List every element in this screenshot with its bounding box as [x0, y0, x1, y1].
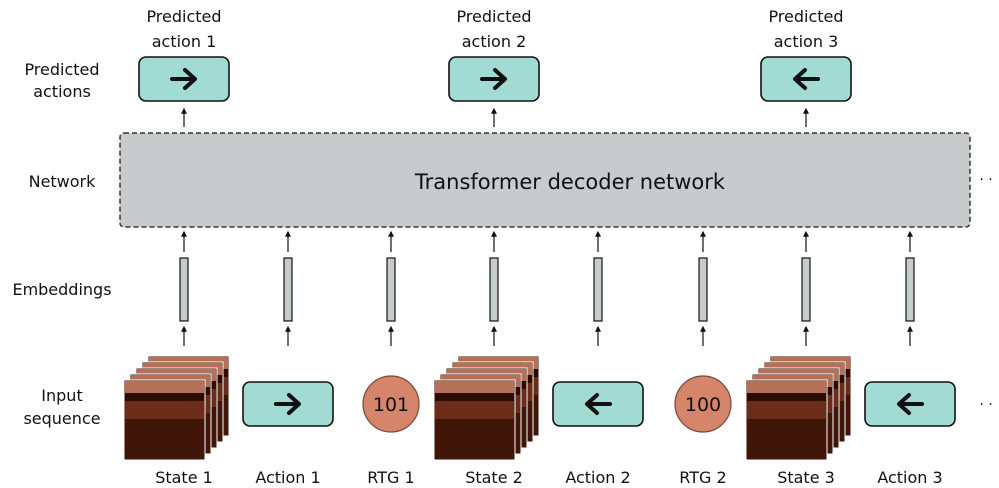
frame-top-band — [125, 381, 204, 393]
token-state-7: State 3 — [745, 230, 852, 487]
frame-top-band — [747, 381, 826, 393]
token-action-8: Action 3 — [864, 230, 956, 487]
embedding-bar — [905, 257, 915, 322]
embedding-bar — [801, 257, 811, 322]
embedding-bar — [283, 257, 293, 322]
predicted-action-2: Predicted action 2 — [448, 7, 540, 127]
token-action-5: Action 2 — [552, 230, 644, 487]
input-action-box — [242, 381, 334, 427]
input-ellipsis: · · — [979, 397, 992, 413]
predicted-action-box — [760, 56, 852, 102]
state-frames — [745, 355, 852, 461]
token-label: Action 3 — [877, 468, 942, 487]
state-frames — [123, 355, 230, 461]
frame-mid-band — [125, 401, 204, 419]
state-frames — [433, 355, 540, 461]
token-action-2: Action 1 — [242, 230, 334, 487]
right-arrow-icon — [480, 68, 507, 90]
left-arrow-icon — [793, 68, 820, 90]
arrow-head — [793, 68, 807, 90]
predicted-action-title-line1: Predicted — [146, 7, 221, 26]
rtg-value: 100 — [685, 394, 721, 416]
frame-floor — [747, 419, 826, 459]
arrow-head — [897, 393, 911, 415]
embedding-bar — [179, 257, 189, 322]
predicted-action-1: Predicted action 1 — [138, 7, 230, 127]
embedding-bar — [489, 257, 499, 322]
predicted-action-title-line1: Predicted — [768, 7, 843, 26]
predicted-action-title-line2: action 3 — [774, 32, 839, 51]
right-arrow-icon — [274, 393, 301, 415]
rtg-value: 101 — [373, 394, 409, 416]
row-label-input-sequence: Input sequence — [23, 386, 100, 428]
token-state-1: State 1 — [123, 230, 230, 487]
frame-floor — [435, 419, 514, 459]
frame-dark-band — [125, 393, 204, 401]
embedding-bar — [593, 257, 603, 322]
state-frame — [433, 379, 516, 461]
token-state-4: State 2 — [433, 230, 540, 487]
arrow-head — [493, 68, 507, 90]
token-label: RTG 2 — [679, 468, 726, 487]
predicted-action-title-line1: Predicted — [456, 7, 531, 26]
rtg-circle — [674, 375, 732, 433]
row-label-input-sequence-line1: Input — [41, 386, 82, 405]
embedding-bar — [386, 257, 396, 322]
predicted-action-box — [448, 56, 540, 102]
arrow-head — [287, 393, 301, 415]
frame-dark-band — [747, 393, 826, 401]
frame-top-band — [435, 381, 514, 393]
state-frame — [745, 379, 828, 461]
network-ellipsis: · · — [979, 172, 992, 188]
network-label: Transformer decoder network — [414, 170, 726, 194]
token-label: State 1 — [155, 468, 213, 487]
token-label: State 3 — [777, 468, 835, 487]
right-arrow-icon — [170, 68, 197, 90]
predicted-action-3: Predicted action 3 — [760, 7, 852, 127]
row-label-embeddings: Embeddings — [12, 280, 111, 299]
input-action-box — [864, 381, 956, 427]
token-label: Action 2 — [565, 468, 630, 487]
predicted-action-title-line2: action 1 — [152, 32, 217, 51]
token-label: RTG 1 — [367, 468, 414, 487]
arrow-head — [183, 68, 197, 90]
embedding-bar — [698, 257, 708, 322]
left-arrow-icon — [897, 393, 924, 415]
row-label-predicted-actions-line1: Predicted — [24, 60, 99, 79]
frame-dark-band — [435, 393, 514, 401]
frame-mid-band — [747, 401, 826, 419]
row-label-input-sequence-line2: sequence — [23, 409, 100, 428]
left-arrow-icon — [585, 393, 612, 415]
row-label-predicted-actions-line2: actions — [33, 82, 91, 101]
network-block — [119, 132, 971, 228]
arrow-head — [585, 393, 599, 415]
token-label: Action 1 — [255, 468, 320, 487]
predicted-action-box — [138, 56, 230, 102]
frame-mid-band — [435, 401, 514, 419]
row-label-predicted-actions: Predicted actions — [24, 60, 99, 101]
token-label: State 2 — [465, 468, 523, 487]
rtg-circle — [362, 375, 420, 433]
frame-floor — [125, 419, 204, 459]
state-frame — [123, 379, 206, 461]
predicted-action-title-line2: action 2 — [462, 32, 527, 51]
input-action-box — [552, 381, 644, 427]
row-label-network: Network — [29, 172, 97, 191]
